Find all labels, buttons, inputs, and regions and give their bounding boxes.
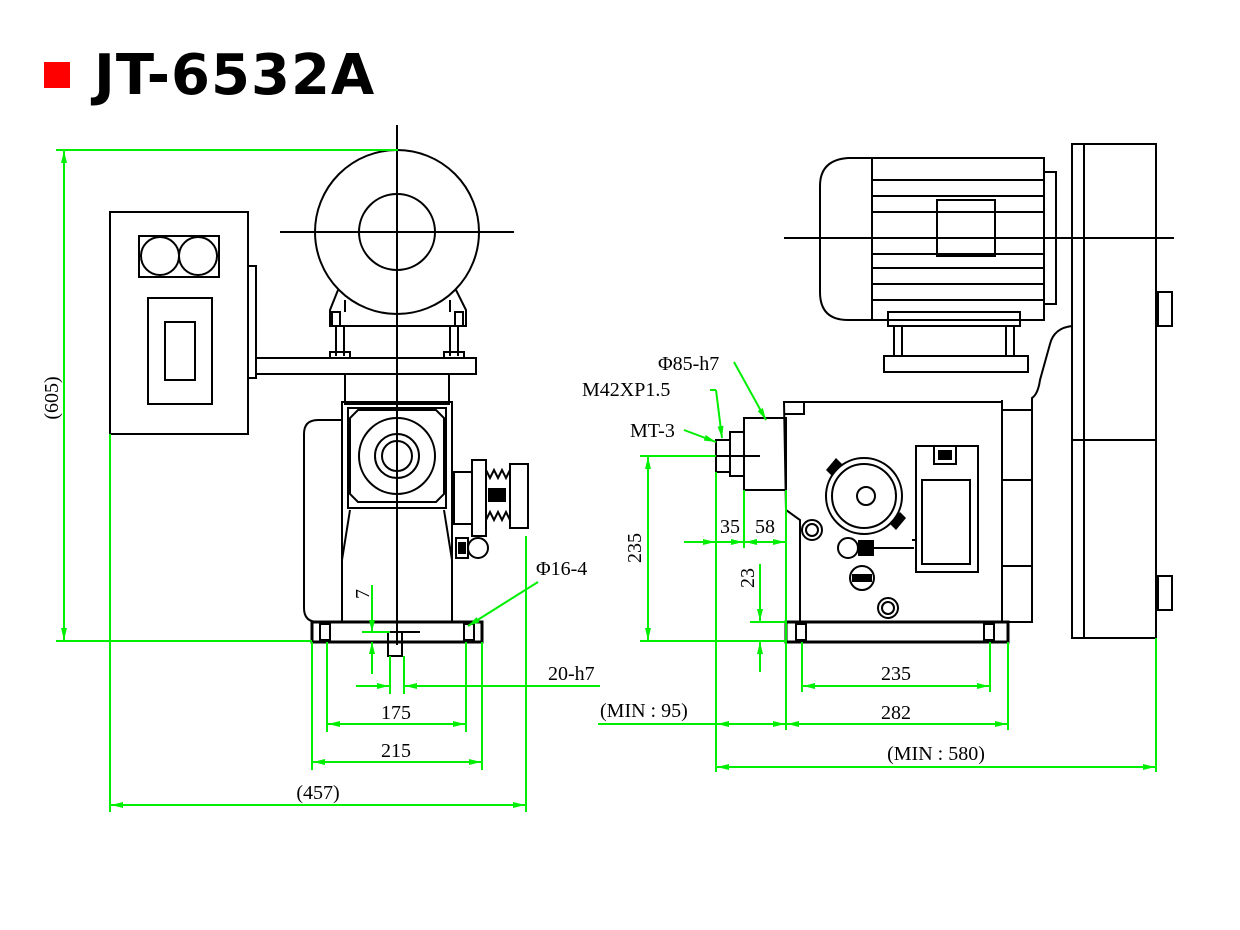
front-dimensions [56, 149, 600, 812]
height-605-label: (605) [41, 376, 63, 419]
offset-7-label: 7 [352, 589, 374, 599]
spindle-dia-label: Φ85-h7 [658, 353, 719, 375]
spindle-height-label: 235 [624, 533, 646, 563]
spacing-235-label: 235 [881, 663, 911, 685]
spacing-175-label: 175 [381, 702, 411, 724]
side-view [684, 143, 1174, 644]
flange-58-label: 58 [755, 516, 775, 538]
hole-label: Φ16-4 [536, 558, 587, 580]
front-view [109, 125, 529, 657]
taper-label: MT-3 [630, 420, 675, 442]
control-box [109, 211, 257, 435]
side-internals [801, 445, 979, 619]
title-bullet [44, 62, 70, 88]
side-dimensions [598, 361, 1157, 772]
thread-label: M42XP1.5 [582, 379, 670, 401]
width-457-label: (457) [296, 782, 339, 804]
title: JT-6532A [44, 42, 375, 108]
nose-35-label: 35 [720, 516, 740, 538]
front-gearbox [303, 373, 453, 623]
step-23-label: 23 [737, 568, 759, 588]
min580-label: (MIN : 580) [887, 743, 985, 765]
width-215-label: 215 [381, 740, 411, 762]
length-282-label: 282 [881, 702, 911, 724]
mounting-plate [255, 357, 477, 375]
side-motor [819, 157, 1057, 373]
shaft-label: 20-h7 [548, 663, 595, 685]
front-clutch [453, 459, 529, 559]
min95-label: (MIN : 95) [600, 700, 688, 722]
side-spindle [684, 417, 787, 491]
model-title: JT-6532A [94, 42, 376, 108]
side-base [784, 620, 1010, 644]
